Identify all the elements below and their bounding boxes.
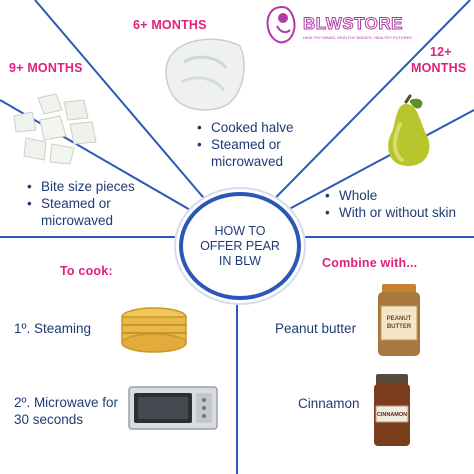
cinnamon-jar-label: CINNAMON [377, 412, 407, 418]
to-cook-label: To cook: [60, 264, 113, 278]
combine-label: Combine with... [322, 256, 418, 270]
six-months-bullet-1: Cooked halve [197, 119, 307, 136]
twelve-months-bullet-2: With or without skin [325, 204, 470, 221]
peanut-butter-jar-icon: PEANUT BUTTER [378, 284, 420, 356]
brand-tagline: HEALTHY MINDS, HEALTHY BODIES, HEALTHY F… [303, 35, 412, 40]
twelve-months-label-line1: 12+ [430, 45, 452, 59]
twelve-months-bullet-1: Whole [325, 187, 470, 204]
brand-name: BLWSTORE [302, 14, 404, 34]
microwave-icon [128, 386, 218, 430]
cook-step-2: 2º. Microwave for 30 seconds [14, 395, 118, 427]
center-title: HOW TO OFFER PEAR IN BLW [200, 223, 280, 268]
nine-months-list: Bite size pieces Steamed or microwaved [27, 178, 177, 229]
bite-size-pear-pieces-image [13, 93, 97, 165]
cooked-pear-halve-image [165, 38, 245, 111]
diagonal-divider-left [34, 0, 238, 238]
diagonal-divider-right [236, 0, 471, 238]
nine-months-label: 9+ MONTHS [9, 61, 83, 75]
nine-months-bullet-2: Steamed or microwaved [27, 195, 177, 229]
twelve-months-list: Whole With or without skin [325, 187, 470, 221]
whole-pear-image [388, 94, 430, 166]
brand-logo [262, 4, 422, 46]
combine-item-2: Cinnamon [298, 396, 360, 411]
peanut-jar-label: PEANUT [387, 316, 412, 322]
cook-step-1: 1º. Steaming [14, 321, 91, 336]
combine-item-1: Peanut butter [275, 321, 357, 336]
nine-months-bullet-1: Bite size pieces [27, 178, 177, 195]
twelve-months-label-line2: MONTHS [411, 61, 467, 75]
center-title-circle: HOW TO OFFER PEAR IN BLW [179, 192, 301, 300]
baby-logo-icon [266, 5, 296, 44]
bamboo-steamer-icon [121, 307, 187, 353]
six-months-bullet-2: Steamed or microwaved [197, 136, 307, 170]
cinnamon-jar-icon: CINNAMON [374, 374, 410, 446]
six-months-label: 6+ MONTHS [133, 18, 207, 32]
six-months-list: Cooked halve Steamed or microwaved [197, 119, 307, 170]
svg-text:BUTTER: BUTTER [387, 324, 412, 330]
